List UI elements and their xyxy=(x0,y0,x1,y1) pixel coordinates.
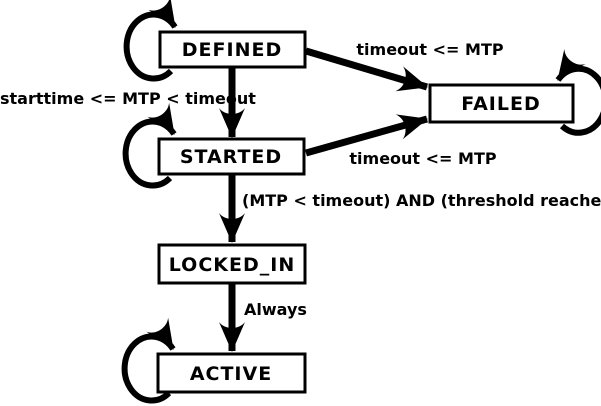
state-label-started: STARTED xyxy=(180,146,282,168)
state-label-active: ACTIVE xyxy=(190,363,272,385)
edge-label-started-to-failed: timeout <= MTP xyxy=(349,149,496,168)
state-box-active xyxy=(156,352,307,394)
state-box-defined xyxy=(158,30,307,69)
edge-label-started-to-locked-in: (MTP < timeout) AND (threshold reached) xyxy=(242,191,601,210)
edge-label-defined-to-failed: timeout <= MTP xyxy=(356,40,503,59)
edge-label-defined-to-started: starttime <= MTP < timeout xyxy=(0,89,256,108)
edge-started-to-failed-arrow xyxy=(305,114,428,157)
self-loop-failed-arrow xyxy=(555,48,601,136)
self-loop-defined-arrow xyxy=(123,0,178,82)
state-label-defined: DEFINED xyxy=(182,39,282,61)
state-defined: DEFINED xyxy=(158,30,307,69)
edge-defined-to-failed-arrow xyxy=(305,47,428,92)
state-locked-in: LOCKED_IN xyxy=(157,243,307,285)
state-active: ACTIVE xyxy=(156,352,307,394)
self-loop-active-arrow xyxy=(121,317,176,404)
state-label-failed: FAILED xyxy=(461,93,540,115)
state-started: STARTED xyxy=(157,137,306,176)
edge-label-locked-in-to-active: Always xyxy=(244,300,307,319)
state-box-failed xyxy=(428,83,575,124)
state-failed: FAILED xyxy=(428,83,575,124)
self-loop-started-arrow xyxy=(122,102,177,189)
state-box-locked-in xyxy=(157,243,307,285)
state-label-locked-in: LOCKED_IN xyxy=(169,254,295,276)
state-box-started xyxy=(157,137,306,176)
